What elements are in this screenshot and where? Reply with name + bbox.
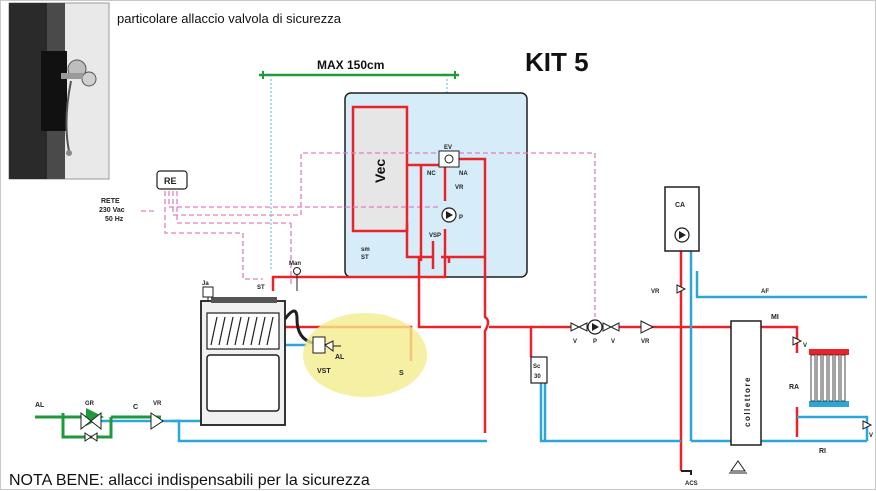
vr-inner-label: VR bbox=[455, 185, 464, 191]
check-valve-left bbox=[150, 412, 164, 430]
valve-detail-photo bbox=[8, 2, 110, 180]
control-wiring bbox=[141, 152, 596, 317]
p-inner-label: P bbox=[459, 215, 463, 221]
nc-label: NC bbox=[427, 171, 436, 177]
af-label: AF bbox=[761, 289, 769, 295]
re-label: RE bbox=[164, 176, 177, 186]
al-left-label: AL bbox=[35, 402, 45, 409]
ca-boiler bbox=[664, 186, 700, 294]
s-label: S bbox=[399, 370, 404, 377]
cold-water-pipes bbox=[101, 251, 869, 443]
sc-label-2: 30 bbox=[534, 374, 541, 380]
circulation-pump-group bbox=[570, 319, 655, 335]
ra-label: RA bbox=[789, 384, 799, 391]
vst-label: VST bbox=[317, 368, 331, 375]
vr-ca-label: VR bbox=[651, 289, 660, 295]
max-distance-label: MAX 150cm bbox=[317, 58, 384, 72]
st-inner-label: ST bbox=[361, 255, 369, 261]
st-label: ST bbox=[257, 285, 265, 291]
re-electrical-box bbox=[156, 170, 188, 190]
safety-note: NOTA BENE: allacci indispensabili per la… bbox=[9, 472, 370, 489]
vr-left-label: VR bbox=[153, 401, 162, 407]
manometer bbox=[293, 267, 301, 291]
expansion-tank-ja bbox=[202, 286, 214, 301]
rete-label-1: RETE bbox=[101, 198, 120, 205]
collector-manifold bbox=[730, 320, 762, 446]
al-right-label: AL bbox=[335, 354, 345, 361]
ev-label: EV bbox=[444, 145, 452, 151]
p-pump-label: P bbox=[593, 339, 597, 345]
v2-label: V bbox=[611, 339, 615, 345]
collettore-label: collettore bbox=[743, 376, 752, 427]
v-ra-top-label: V bbox=[803, 343, 807, 349]
kit-title: KIT 5 bbox=[525, 47, 589, 77]
ri-label: RI bbox=[819, 448, 826, 455]
vsp-label: VSP bbox=[429, 233, 441, 239]
gr-label: GR bbox=[85, 401, 95, 407]
safety-highlight bbox=[303, 313, 427, 397]
sc30-component bbox=[530, 356, 548, 384]
radiator bbox=[792, 336, 873, 430]
photo-caption: particolare allaccio valvola di sicurezz… bbox=[117, 11, 342, 26]
internal-pump bbox=[441, 207, 457, 223]
sm-label: sm bbox=[361, 247, 370, 253]
mi-label: MI bbox=[771, 314, 779, 321]
c-label: C bbox=[133, 404, 138, 411]
rete-label-2: 230 Vac bbox=[99, 207, 125, 214]
rete-label-3: 50 Hz bbox=[105, 216, 124, 223]
feed-valve-group bbox=[80, 411, 102, 442]
ja-label: Ja bbox=[202, 281, 209, 287]
vr-mid-label: VR bbox=[641, 339, 650, 345]
acs-tap bbox=[681, 460, 747, 475]
na-label: NA bbox=[459, 171, 468, 177]
vec-label: Vec bbox=[372, 159, 388, 183]
heat-unit-box bbox=[344, 92, 528, 278]
three-way-valve bbox=[438, 150, 460, 168]
v-ra-bottom-label: V bbox=[869, 433, 873, 439]
ca-label: CA bbox=[675, 202, 685, 209]
sc-label-1: Sc bbox=[533, 364, 541, 370]
v1-label: V bbox=[573, 339, 577, 345]
man-label: Man bbox=[289, 261, 301, 267]
thermo-stove bbox=[200, 297, 314, 426]
acs-label: ACS bbox=[685, 481, 698, 487]
vst-safety-valve bbox=[312, 336, 341, 354]
